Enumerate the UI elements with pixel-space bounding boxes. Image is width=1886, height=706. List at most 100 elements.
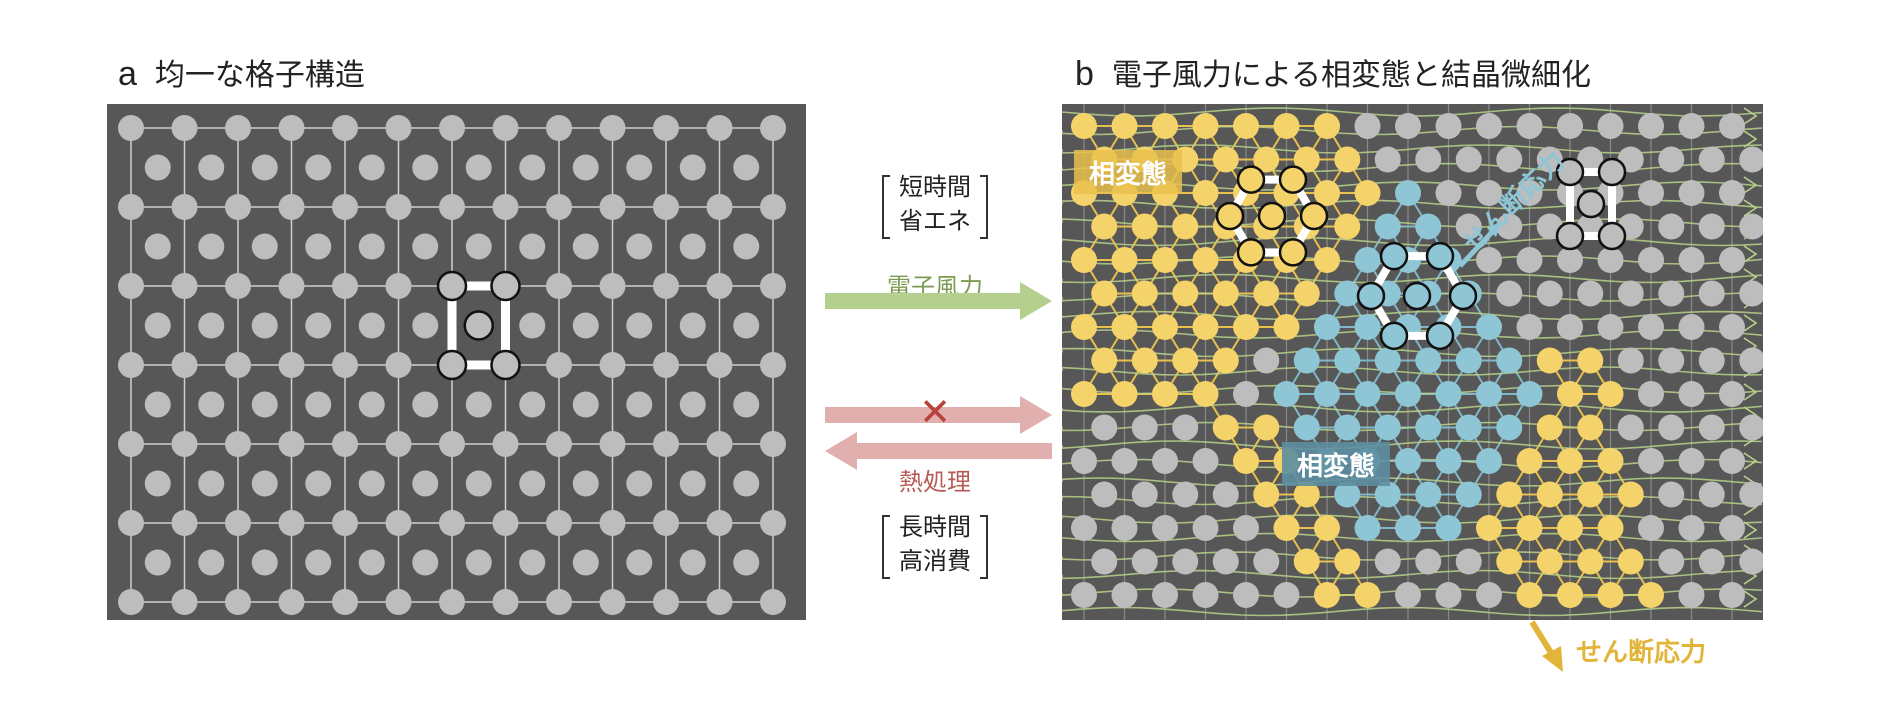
atom (733, 233, 760, 260)
atom (626, 470, 653, 497)
cell-atom (1379, 241, 1409, 271)
atom (385, 115, 412, 141)
atom (546, 589, 572, 615)
gray-atom (1516, 247, 1543, 273)
atom (519, 470, 546, 497)
atom (546, 352, 572, 378)
atom (198, 312, 225, 339)
gray-atom (1212, 548, 1239, 575)
gray-atom (1698, 548, 1725, 575)
atom (679, 549, 706, 576)
gray-unit-cell (1555, 157, 1627, 251)
panel-b-title-text: 電子風力による相変態と結晶微細化 (1111, 58, 1592, 93)
panel-a-letter: a (118, 55, 137, 93)
atom (144, 312, 171, 339)
atom (653, 273, 679, 299)
yellow-atom (1476, 515, 1502, 541)
cell-atom (1448, 281, 1478, 311)
atom (679, 154, 706, 181)
atom (519, 391, 546, 418)
atom (465, 549, 492, 576)
yellow-atom (1253, 414, 1280, 441)
gray-atom (1091, 481, 1118, 508)
gray-atom (1233, 515, 1259, 541)
atom (332, 115, 358, 141)
flow-arrowhead (1743, 383, 1758, 401)
yellow-atom (1617, 548, 1644, 575)
atom (626, 154, 653, 181)
heat-treatment-label: 熱処理 (899, 468, 971, 496)
yellow-atom (1273, 113, 1300, 139)
cell-atom (1555, 157, 1585, 187)
atom (118, 510, 144, 536)
atom (144, 154, 171, 181)
blue-atom (1496, 347, 1523, 374)
fast-efficient-box: 短時間 省エネ (880, 170, 990, 239)
yellow-atom (1111, 113, 1138, 139)
atom (358, 549, 385, 576)
yellow-atom (1314, 515, 1340, 541)
blue-atom (1273, 381, 1300, 407)
gray-atom (1192, 515, 1219, 541)
yellow-phase-label: 相変態 (1089, 159, 1167, 190)
gray-atom (1638, 113, 1664, 139)
gray-atom (1638, 448, 1664, 474)
atom (519, 549, 546, 576)
atom (519, 233, 546, 260)
yellow-hexagonal-cell (1215, 165, 1329, 267)
gray-atom (1698, 213, 1725, 240)
atom (465, 391, 492, 418)
gray-atom (1152, 515, 1178, 541)
gray-atom (1739, 280, 1763, 307)
atom (305, 233, 332, 260)
yellow-atom (1172, 280, 1199, 307)
gray-atom (1658, 481, 1685, 508)
atom (332, 194, 358, 220)
top-box-line-2: 省エネ (899, 207, 971, 235)
yellow-atom (1192, 247, 1219, 273)
atom (626, 312, 653, 339)
atom (305, 470, 332, 497)
electron-wind-flow-line (1062, 403, 1763, 413)
gray-atom (1678, 180, 1705, 206)
blue-atom (1374, 347, 1401, 374)
gray-atom (1374, 548, 1401, 575)
yellow-atom (1293, 481, 1320, 508)
atom (225, 115, 251, 141)
gray-atom (1091, 548, 1118, 575)
atom (679, 391, 706, 418)
yellow-atom (1314, 582, 1340, 608)
yellow-atom (1192, 314, 1219, 340)
gray-atom (1739, 481, 1763, 508)
atom (706, 352, 733, 378)
gray-atom (1698, 280, 1725, 307)
atom (465, 470, 492, 497)
atom (305, 312, 332, 339)
atom (278, 431, 305, 457)
gray-atom (1415, 146, 1442, 173)
yellow-atom (1212, 146, 1239, 173)
yellow-atom (1192, 381, 1219, 407)
blue-atom (1455, 347, 1482, 374)
yellow-atom (1172, 347, 1199, 374)
gray-atom (1415, 548, 1442, 575)
gray-atom (1577, 280, 1604, 307)
electron-wind-arrow (825, 282, 1052, 320)
atom (332, 352, 358, 378)
atom (626, 391, 653, 418)
atom (733, 154, 760, 181)
atom (760, 431, 786, 457)
atom (305, 391, 332, 418)
top-box-line-1: 短時間 (899, 173, 971, 201)
yellow-atom (1152, 314, 1178, 340)
electron-wind-flow-line (1062, 218, 1763, 228)
cell-atom (1278, 165, 1308, 194)
atom (171, 194, 198, 220)
atom (358, 470, 385, 497)
cell-atom (1299, 201, 1329, 231)
atom (118, 273, 144, 299)
yellow-atom (1597, 582, 1624, 608)
atom (358, 154, 385, 181)
yellow-atom (1111, 381, 1138, 407)
atom (706, 273, 733, 299)
